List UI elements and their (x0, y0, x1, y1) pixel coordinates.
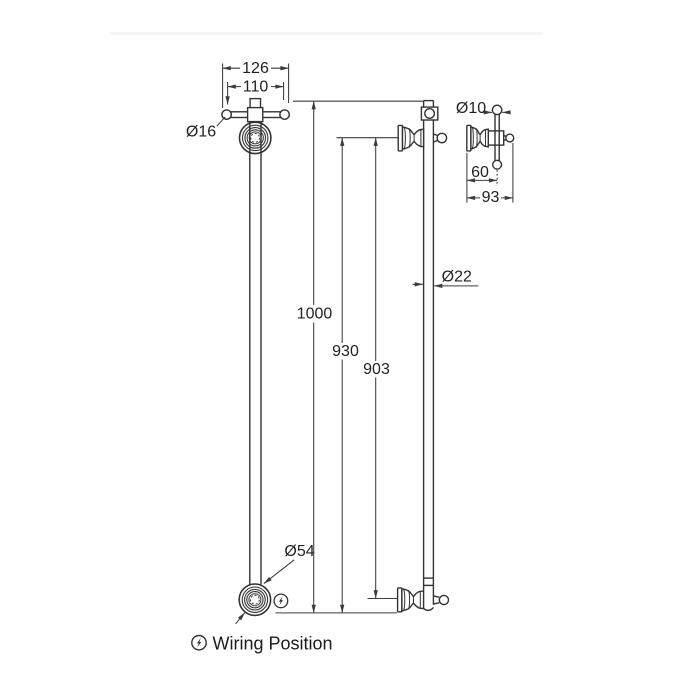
wiring-position-label: Wiring Position (213, 634, 333, 654)
crossbar-hub (246, 106, 264, 123)
dim-93-label: 93 (482, 189, 500, 206)
dia-22-label: Ø22 (442, 269, 472, 286)
crossbar-right-ball (279, 109, 290, 121)
bottom-escutcheon (238, 583, 272, 617)
dim-930-label: 930 (332, 343, 359, 360)
label-bg (240, 60, 271, 76)
lightning-icon (191, 634, 207, 651)
label-bg (362, 361, 391, 378)
front-view (221, 97, 290, 617)
lightning-icon (273, 593, 289, 609)
dim-110-label: 110 (243, 79, 269, 96)
bracket-detail-view (466, 104, 515, 170)
label-bg (331, 343, 360, 360)
dim-903-label: 903 (363, 361, 390, 378)
detail-hub (487, 130, 505, 146)
dimension-labels: 126 110 Ø16 1000 930 903 Ø22 Ø54 Ø10 60 … (186, 60, 501, 560)
detail-knob-ball (505, 133, 515, 143)
label-bg (480, 190, 501, 206)
label-bg (295, 305, 334, 323)
side-view (396, 99, 450, 613)
dia-16-label: Ø16 (186, 124, 216, 141)
dim-126-label: 126 (242, 60, 269, 77)
top-escutcheon (238, 121, 272, 155)
side-bottom-bracket (396, 587, 450, 613)
dimension-lines (216, 63, 514, 625)
detail-bracket-bell (466, 124, 489, 152)
crossbar-left-ball (221, 109, 233, 121)
detail-pin-bottom-ball (492, 159, 503, 170)
rail-top-cap (249, 97, 262, 109)
label-bg (241, 79, 271, 94)
dim-1000-label: 1000 (297, 306, 333, 323)
wiring-position-legend: Wiring Position (191, 634, 333, 654)
side-crossbar-end (424, 107, 436, 119)
side-top-bracket (397, 124, 448, 152)
detail-pin-top-ball (491, 104, 503, 116)
dim-60-label: 60 (471, 164, 489, 181)
dia-10-label: Ø10 (456, 100, 486, 117)
dia-54-label: Ø54 (284, 543, 314, 560)
